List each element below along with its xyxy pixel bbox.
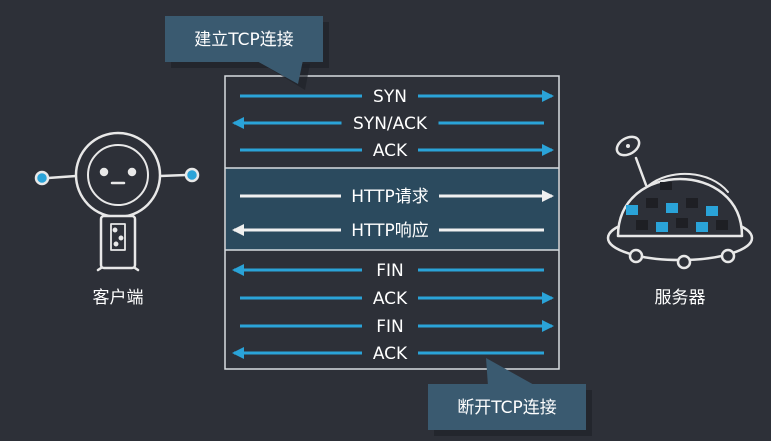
- connect-callout: 建立TCP连接: [165, 16, 329, 90]
- message-row-8: FIN: [240, 317, 554, 337]
- message-row-5: HTTP响应: [232, 221, 544, 241]
- http-band: [226, 168, 558, 250]
- message-label: ACK: [373, 289, 408, 309]
- server-robot-icon: [606, 135, 754, 270]
- message-row-7: ACK: [240, 289, 554, 309]
- message-row-9: ACK: [232, 344, 544, 364]
- message-row-2: SYN/ACK: [232, 114, 544, 134]
- message-label: ACK: [373, 141, 408, 161]
- server-label: 服务器: [655, 288, 706, 308]
- connect-callout-label: 建立TCP连接: [194, 30, 294, 50]
- disconnect-callout-label: 断开TCP连接: [457, 398, 557, 418]
- message-label: FIN: [376, 317, 404, 337]
- message-label: HTTP请求: [351, 187, 429, 207]
- message-row-6: FIN: [232, 261, 544, 281]
- message-label: ACK: [373, 344, 408, 364]
- disconnect-callout: 断开TCP连接: [428, 358, 592, 436]
- message-row-4: HTTP请求: [240, 187, 554, 207]
- message-label: FIN: [376, 261, 404, 281]
- message-row-3: ACK: [240, 141, 554, 161]
- message-label: SYN: [373, 87, 407, 107]
- client-label: 客户端: [93, 288, 144, 308]
- exchange-frame: [224, 75, 560, 370]
- message-label: SYN/ACK: [353, 114, 428, 134]
- message-label: HTTP响应: [351, 221, 429, 241]
- client-robot-icon: [34, 131, 200, 272]
- message-rows: SYN SYN/ACK ACK HTTP请求 HTTP响应 FIN ACK FIN ACK: [232, 87, 554, 364]
- message-row-1: SYN: [240, 87, 554, 107]
